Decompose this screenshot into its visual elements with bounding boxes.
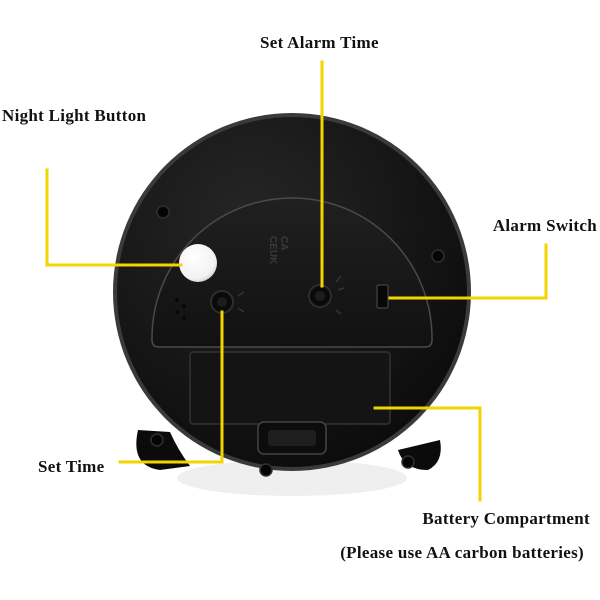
set-time-label: Set Time xyxy=(38,457,105,476)
battery-compartment-label: Battery Compartment xyxy=(422,509,590,528)
night-light-callout-line xyxy=(45,168,183,267)
set-time-knob xyxy=(210,290,245,314)
screw-hole xyxy=(259,463,273,477)
marking-line-2: CA xyxy=(278,236,289,250)
battery-compartment-callout-line xyxy=(373,406,482,502)
set-alarm-time-label: Set Alarm Time xyxy=(260,33,379,52)
certification-marking: CEUK CA xyxy=(267,236,289,265)
marking-line-1: CEUK xyxy=(267,236,278,265)
set-alarm-arrow-icon xyxy=(335,275,345,315)
base-shadow xyxy=(177,460,407,496)
battery-note-label: (Please use AA carbon batteries) xyxy=(340,543,584,562)
set-alarm-knob xyxy=(308,275,345,315)
screw-hole xyxy=(401,455,415,469)
night-light-button-label: Night Light Button xyxy=(2,106,147,125)
set-time-arrow-icon xyxy=(237,291,245,313)
night-light-button xyxy=(179,244,217,282)
screw-holes xyxy=(150,205,445,477)
screw-hole xyxy=(150,433,164,447)
battery-latch xyxy=(257,421,327,455)
screw-hole xyxy=(156,205,170,219)
alarm-switch xyxy=(376,284,389,309)
alarm-switch-callout-line xyxy=(388,243,548,300)
left-foot xyxy=(136,430,190,470)
battery-compartment-cover xyxy=(189,351,391,425)
speaker-holes xyxy=(175,298,186,320)
alarm-switch-label: Alarm Switch xyxy=(493,216,597,235)
set-time-callout-line xyxy=(118,310,224,464)
screw-hole xyxy=(431,249,445,263)
